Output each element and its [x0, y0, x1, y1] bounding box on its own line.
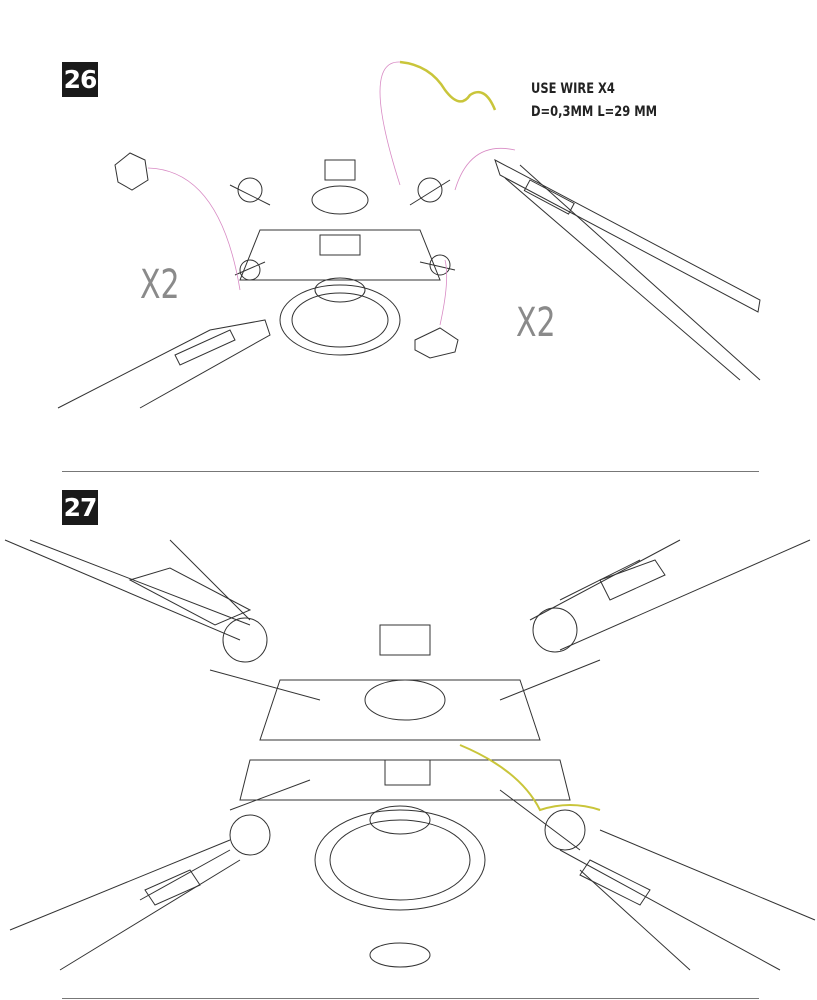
quantity-label: X2	[140, 262, 180, 308]
section-divider	[62, 998, 759, 999]
wire-instruction-line: D=0,3MM L=29 MM	[531, 104, 658, 120]
step-number-badge: 27	[62, 490, 98, 525]
quantity-label: X2	[516, 300, 556, 346]
step-26-illustration	[57, 60, 761, 409]
section-divider	[62, 471, 759, 472]
wire-instruction: USE WIRE X4 D=0,3MM L=29 MM	[531, 78, 657, 124]
wire-instruction-line: USE WIRE X4	[531, 81, 615, 97]
step-number-badge: 26	[62, 62, 98, 97]
